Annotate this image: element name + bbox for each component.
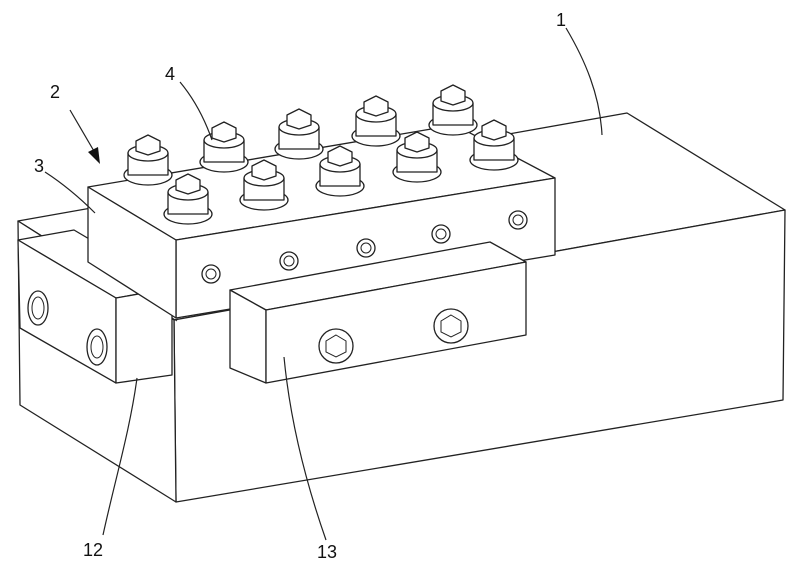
label-3: 3: [34, 156, 44, 176]
arrow-head: [88, 147, 100, 164]
fitting-icon: [392, 131, 442, 183]
label-13: 13: [317, 542, 337, 562]
hex-socket-icon: [27, 290, 108, 366]
label-2: 2: [50, 82, 60, 102]
fitting-icon: [123, 134, 173, 186]
label-4: 4: [165, 64, 175, 84]
fitting-icon: [199, 121, 249, 173]
fitting-icon: [469, 119, 519, 171]
fitting-icon: [163, 173, 213, 225]
fitting-icon: [351, 95, 401, 147]
fitting-icon: [239, 159, 289, 211]
label-1: 1: [556, 10, 566, 30]
label-12: 12: [83, 540, 103, 560]
hex-socket-icon: [318, 308, 469, 364]
fitting-icon: [315, 145, 365, 197]
fitting-icon: [274, 108, 324, 160]
front-clamp-block: [229, 241, 527, 384]
port-holes: [201, 210, 528, 284]
leader-lines: [44, 27, 603, 541]
reference-labels: 1 2 3 4 12 13: [34, 10, 566, 562]
fittings: [123, 84, 519, 225]
fitting-icon: [428, 84, 478, 136]
